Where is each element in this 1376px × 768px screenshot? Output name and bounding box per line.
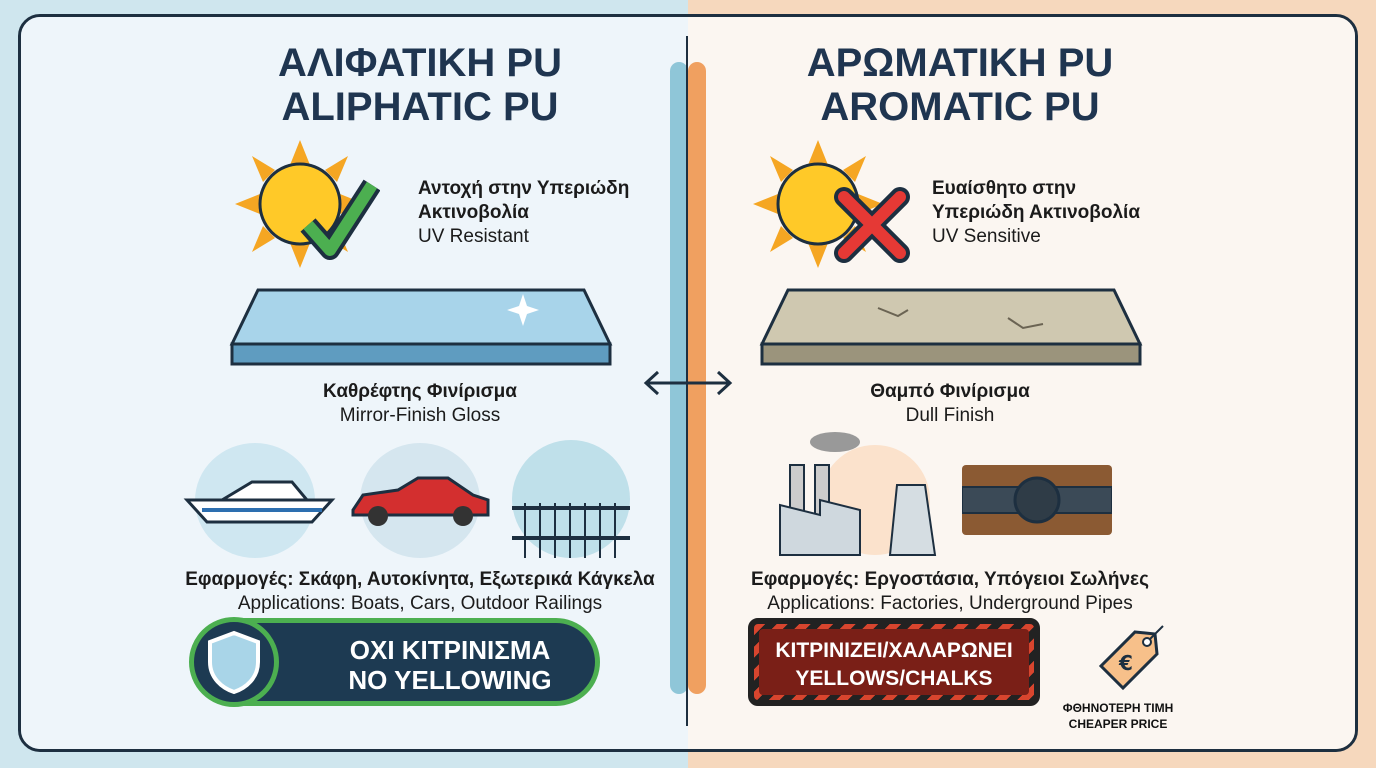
badge-greek: ΟΧΙ ΚΙΤΡΙΝΙΣΜΑ (349, 635, 551, 665)
railing-illustration (512, 440, 630, 558)
factory-illustration (779, 432, 937, 556)
right-applications-english: Applications: Factories, Underground Pip… (767, 593, 1133, 614)
cross-icon (834, 187, 910, 263)
price-greek: ΦΘΗΝΟΤΕΡΗ ΤΙΜΗ (1062, 701, 1174, 715)
badge-english: NO YELLOWING (348, 665, 552, 695)
shield-icon (208, 630, 260, 694)
left-applications-english: Applications: Boats, Cars, Outdoor Raili… (237, 593, 603, 614)
badge-inner: ΚΙΤΡΙΝΙΖΕΙ/ΧΑΛΑΡΩΝΕΙ YELLOWS/CHALKS (759, 629, 1029, 695)
price-tag-icon: € (1098, 625, 1164, 691)
left-finish-english: Mirror-Finish Gloss (339, 405, 501, 426)
cheaper-price-label: ΦΘΗΝΟΤΕΡΗ ΤΙΜΗ CHEAPER PRICE (1058, 700, 1178, 732)
divider-orange-bar (688, 62, 706, 694)
left-uv-greek: Αντοχή στην Υπεριώδη Ακτινοβολία (418, 178, 630, 223)
left-applications-greek: Εφαρμογές: Σκάφη, Αυτοκίνητα, Εξωτερικά … (185, 569, 655, 590)
divider-blue-bar (670, 62, 688, 694)
yellows-chalks-badge: ΚΙΤΡΙΝΙΖΕΙ/ΧΑΛΑΡΩΝΕΙ YELLOWS/CHALKS (748, 618, 1040, 706)
right-uv-english: UV Sensitive (932, 226, 1041, 247)
price-english: CHEAPER PRICE (1068, 717, 1168, 731)
right-uv-greek: Ευαίσθητο στην Υπεριώδη Ακτινοβολία (932, 178, 1140, 223)
right-uv-label: Ευαίσθητο στην Υπεριώδη Ακτινοβολία UV Se… (932, 177, 1172, 249)
car-icon (351, 476, 490, 526)
left-applications-label: Εφαρμογές: Σκάφη, Αυτοκίνητα, Εξωτερικά … (170, 568, 670, 616)
badge-english: YELLOWS/CHALKS (795, 667, 993, 690)
right-title-english: AROMATIC PU (820, 85, 1100, 129)
right-finish-english: Dull Finish (905, 405, 995, 426)
divider-line (686, 36, 688, 726)
no-yellowing-badge: ΟΧΙ ΚΙΤΡΙΝΙΣΜΑ NO YELLOWING (189, 617, 600, 707)
left-uv-english: UV Resistant (418, 226, 529, 247)
right-finish-greek: Θαμπό Φινίρισμα (870, 381, 1030, 402)
glossy-slab-illustration (229, 288, 613, 366)
right-applications-greek: Εφαρμογές: Εργοστάσια, Υπόγειοι Σωλήνες (751, 569, 1149, 590)
dull-slab-illustration (759, 288, 1143, 366)
checkmark-icon (300, 179, 380, 260)
shield-icon-circle (189, 617, 279, 707)
boat-icon (183, 480, 336, 524)
right-title-greek: ΑΡΩΜΑΤΙΚΗ PU (806, 41, 1114, 85)
left-uv-label: Αντοχή στην Υπεριώδη Ακτινοβολία UV Resis… (418, 177, 658, 249)
left-finish-greek: Καθρέφτης Φινίρισμα (323, 381, 517, 402)
badge-greek: ΚΙΤΡΙΝΙΖΕΙ/ΧΑΛΑΡΩΝΕΙ (775, 639, 1013, 662)
left-title-greek: ΑΛΙΦΑΤΙΚΗ PU (277, 41, 562, 85)
left-title-english: ALIPHATIC PU (281, 85, 559, 129)
svg-text:€: € (1118, 651, 1133, 675)
underground-pipe-illustration (962, 465, 1112, 535)
double-arrow-icon (643, 370, 733, 396)
